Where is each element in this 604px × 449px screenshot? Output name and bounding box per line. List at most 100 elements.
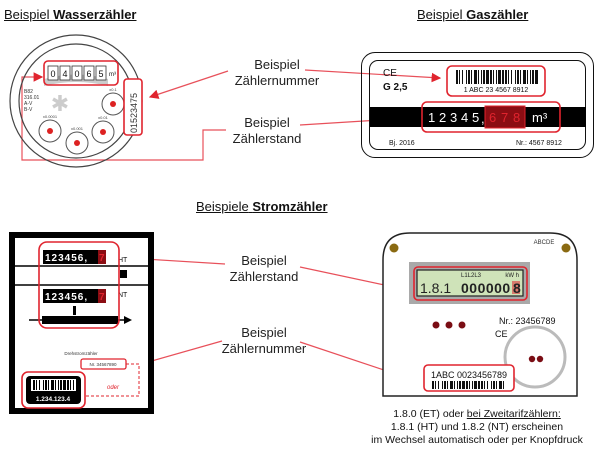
digital-number: Nr.: 23456789 xyxy=(499,316,556,326)
water-serial: 01523475 xyxy=(129,93,139,133)
barcode-bar xyxy=(491,381,492,389)
water-digit-box xyxy=(95,65,107,81)
gas-meter-plate xyxy=(369,60,586,150)
screw xyxy=(389,243,399,253)
barcode-bar xyxy=(484,381,485,389)
barcode-bar xyxy=(503,381,504,389)
barcode-bar xyxy=(532,70,534,84)
water-digit-box xyxy=(83,65,95,81)
barcode-bar xyxy=(483,70,485,84)
digital-reading-highlight xyxy=(413,266,528,301)
barcode-bar xyxy=(444,381,446,389)
barcode-bar xyxy=(493,381,495,389)
dial: x0.01 xyxy=(91,115,115,144)
gas-year: Bj. 2016 xyxy=(389,140,415,147)
barcode-bar xyxy=(55,380,56,390)
svg-text:x0.01: x0.01 xyxy=(98,115,109,120)
barcode-bar xyxy=(474,70,477,84)
title-bold: Gaszähler xyxy=(466,7,529,22)
callout-line: Zählernummer xyxy=(221,341,307,356)
barcode-bar xyxy=(520,70,521,84)
barcode-bar xyxy=(466,381,468,389)
alt-label: oder xyxy=(107,385,120,391)
spec-line: B-V xyxy=(24,107,33,113)
barcode-bar xyxy=(498,70,501,84)
barcode-bar xyxy=(515,70,516,84)
barcode-bar xyxy=(63,380,66,390)
barcode-bar xyxy=(496,70,497,84)
footnote-line-3: im Wechsel automatisch oder per Knopfdru… xyxy=(371,434,583,446)
barcode-bar xyxy=(469,381,470,389)
barcode-bar xyxy=(478,381,480,389)
barcode-bar xyxy=(481,381,483,389)
barcode-bar xyxy=(466,70,467,84)
title-bold: Wasserzähler xyxy=(53,7,137,22)
obis-code: 1.8.1 xyxy=(420,280,451,296)
svg-text:x0.001: x0.001 xyxy=(71,126,84,131)
barcode-bar xyxy=(435,381,436,389)
gas-barcode-text: 1 ABC 23 4567 8912 xyxy=(464,87,529,94)
callout-line: Beispiel xyxy=(254,57,300,72)
footnote: 1.8.0 (ET) oder bei Zweitarifzählern: 1.… xyxy=(350,408,604,447)
barcode-bar xyxy=(527,70,528,84)
spec-line: A-V xyxy=(24,101,33,107)
water-digit: 0 xyxy=(50,69,55,79)
svg-text:x0.1: x0.1 xyxy=(109,87,117,92)
water-reading-highlight xyxy=(43,60,119,86)
ht-label: HT xyxy=(118,257,128,264)
gas-decimal-digit: 7 xyxy=(501,110,508,125)
barcode-bar xyxy=(73,380,74,390)
ce-mark: CE xyxy=(383,68,397,79)
water-unit: m³ xyxy=(109,72,116,78)
led xyxy=(445,321,453,329)
arrow-gas-number xyxy=(304,69,442,83)
gas-digit: 3 xyxy=(450,110,457,125)
spec-line: B82 xyxy=(24,89,33,95)
barcode-bar xyxy=(447,381,448,389)
ht-decimal: 7 xyxy=(99,253,105,264)
brand: ABCDE xyxy=(534,240,555,246)
title-prefix: Beispiele xyxy=(196,199,249,214)
digital-id: 1ABC 0023456789 xyxy=(431,370,507,380)
arrow-water-reading xyxy=(21,72,226,161)
lcd-unit: kW h xyxy=(505,273,519,279)
ht-reading: 123456, xyxy=(45,253,88,264)
gas-barcode xyxy=(456,70,538,84)
barcode-bar xyxy=(487,381,488,389)
gas-reading-band xyxy=(370,107,586,127)
optical-interface xyxy=(503,325,567,389)
led xyxy=(432,321,440,329)
barcode-bar xyxy=(505,70,507,84)
barcode-bar xyxy=(70,380,71,390)
ferraris-number: Nr. 34567890 xyxy=(89,362,117,367)
ferraris-meter: 123456, 7 HT 123456, 7 NT Drehstromzähle… xyxy=(9,232,154,414)
callout-meter-number-top: Beispiel Zählernummer xyxy=(222,57,332,89)
arrow-water-number xyxy=(148,70,229,99)
barcode-bar xyxy=(472,381,473,389)
nt-decimal: 7 xyxy=(99,292,105,303)
digital-barcode xyxy=(432,381,504,389)
gas-reading-highlight xyxy=(421,101,561,133)
water-meter-title: Beispiel Wasserzähler xyxy=(4,7,137,22)
barcode-bar xyxy=(474,381,477,389)
gas-digit: 2 xyxy=(439,110,446,125)
water-digit-box xyxy=(47,65,59,81)
gas-digit: 1 xyxy=(428,110,435,125)
title-bold: Stromzähler xyxy=(252,199,328,214)
ferraris-barcode-number: 1.234.123.4 xyxy=(36,396,71,403)
barcode-bar xyxy=(454,381,455,389)
gas-decimal-box xyxy=(484,105,526,129)
callout-line: Zählerstand xyxy=(232,131,302,146)
callout-line: Beispiel xyxy=(241,325,287,340)
barcode-bar xyxy=(39,380,40,390)
star-wheel-icon: ✱ xyxy=(51,91,69,116)
barcode-bar xyxy=(530,70,531,84)
gas-separator: , xyxy=(481,111,485,126)
gas-unit: m³ xyxy=(532,110,548,125)
ferraris-reading-highlight xyxy=(38,241,120,329)
gas-number: Nr.: 4567 8912 xyxy=(516,140,562,147)
barcode-bar xyxy=(478,70,479,84)
title-prefix: Beispiel xyxy=(417,7,463,22)
water-serial-highlight xyxy=(123,78,143,136)
footnote-line-1: 1.8.0 (ET) oder bei Zweitarifzählern: xyxy=(393,408,561,420)
